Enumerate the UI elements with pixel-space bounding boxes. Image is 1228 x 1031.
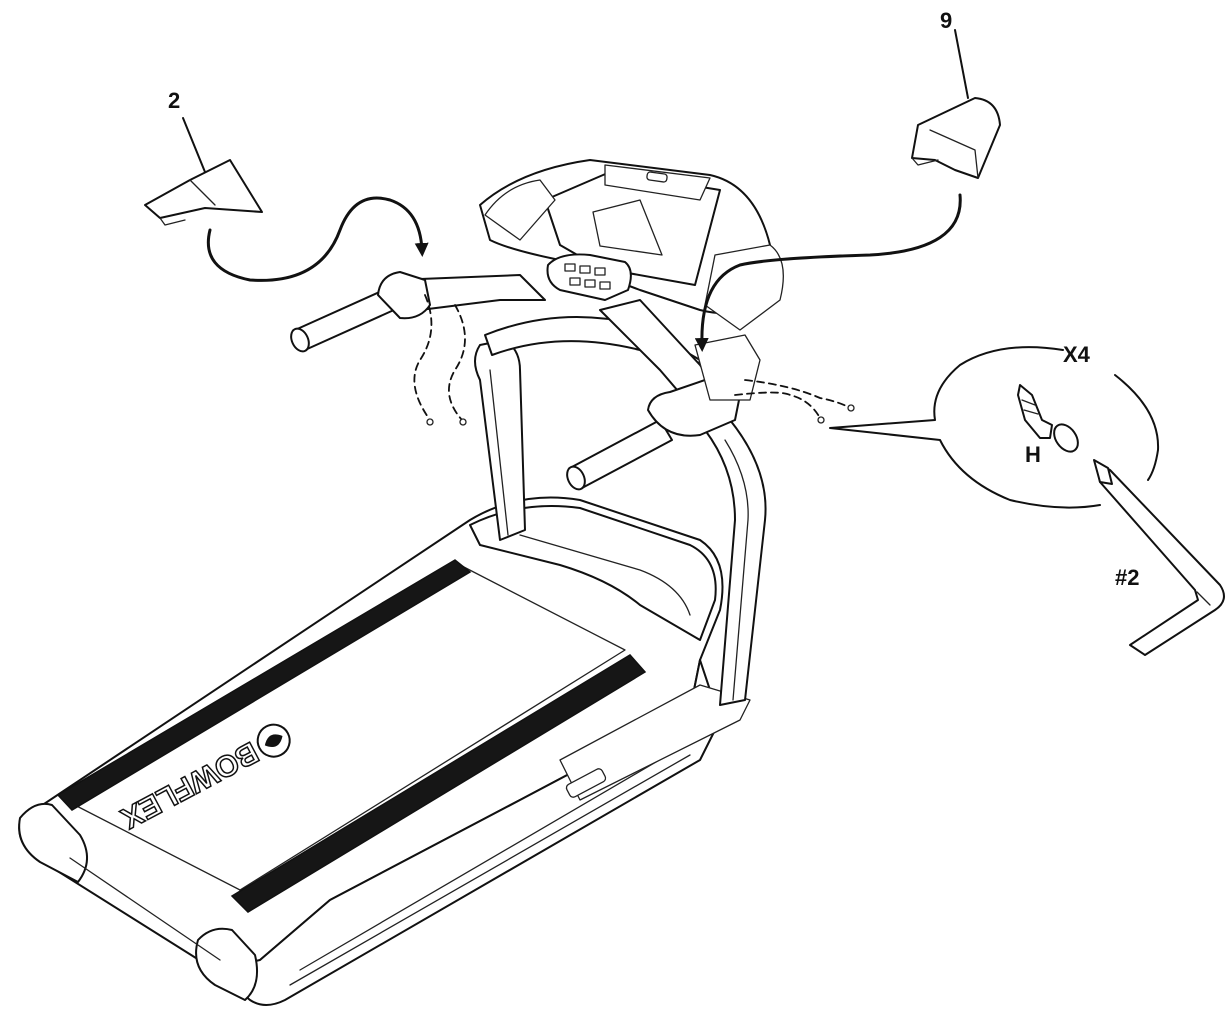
- leader-part-2: [182, 117, 206, 173]
- key-3: [594, 267, 606, 276]
- screwdriver-shaft: [1095, 461, 1225, 656]
- cable-left-2: [448, 304, 466, 421]
- hood-inner: [519, 534, 691, 616]
- screw-icon: [1017, 384, 1079, 453]
- cover-9-edge: [929, 129, 979, 179]
- cable-right-2: [744, 379, 851, 409]
- belt-strip-right: [230, 654, 647, 913]
- cable-end-right-1: [817, 416, 825, 424]
- cable-left-1: [413, 294, 433, 421]
- callout-part-9: 9: [940, 8, 952, 33]
- front-roller: [69, 857, 221, 961]
- curved-arrow-icon: [206, 196, 429, 282]
- hardware-detail-bubble: [829, 346, 1225, 656]
- keypad-buttons: [564, 263, 611, 290]
- upright-right: [704, 419, 767, 706]
- grip-right-end: [566, 465, 586, 491]
- screwdriver-icon: [1093, 459, 1225, 656]
- cable-end-right-2: [847, 404, 855, 412]
- accessory-tray-left: [484, 179, 556, 241]
- bubble-outline: [829, 346, 1101, 509]
- logo-swirl: [264, 734, 283, 747]
- treadmill-illustration: BOWFLEX: [18, 159, 855, 1006]
- key-4: [569, 277, 581, 286]
- upright-left: [474, 339, 526, 541]
- grip-left: [290, 284, 406, 353]
- belt-strip-left: [56, 559, 472, 811]
- key-6: [599, 281, 611, 290]
- rail-detail-2: [299, 744, 686, 971]
- wheel-icon: [565, 768, 607, 798]
- grip-right: [566, 419, 673, 491]
- key-5: [584, 279, 596, 288]
- end-cap-right: [195, 927, 258, 1001]
- screw-head: [1053, 423, 1079, 453]
- screw-threads: [1021, 399, 1039, 415]
- cover-part-9-icon: [911, 29, 1001, 179]
- console-screen: [592, 199, 663, 256]
- accessory-tray-right: [704, 244, 784, 331]
- upright-right-edge: [724, 439, 749, 701]
- key-2: [579, 265, 591, 274]
- cover-9-tab: [911, 157, 939, 166]
- grip-left-end: [290, 327, 310, 353]
- rail-detail-1: [289, 754, 691, 986]
- cover-2-edge: [189, 179, 216, 206]
- cable-end-left-1: [426, 418, 434, 426]
- callout-part-2: 2: [168, 88, 180, 113]
- callout-quantity: X4: [1063, 342, 1091, 367]
- screwdriver-bend: [1196, 591, 1211, 606]
- bubble-outline-right: [1114, 374, 1160, 481]
- cover-part-2-icon: [144, 117, 263, 226]
- callout-tool: #2: [1115, 565, 1139, 590]
- screw-shank: [1017, 384, 1053, 439]
- cable-right-1: [734, 391, 821, 419]
- curved-arrow-icon-right: [694, 193, 962, 352]
- media-shelf: [604, 164, 711, 201]
- mount-bracket-right: [694, 334, 761, 401]
- callout-fastener-h: H: [1025, 442, 1041, 467]
- shelf-logo-icon: [646, 171, 668, 183]
- cover-9-body: [911, 97, 1001, 179]
- deck-side-rail: [214, 659, 721, 1006]
- motor-hood: [469, 505, 717, 641]
- cable-end-left-2: [459, 418, 467, 426]
- screwdriver-tip: [1093, 459, 1113, 485]
- end-cap-left: [18, 802, 88, 883]
- key-1: [564, 263, 576, 272]
- cover-2-tab: [159, 217, 186, 226]
- upright-left-edge: [489, 369, 509, 536]
- control-keypad: [546, 253, 632, 301]
- leader-part-9: [954, 29, 969, 99]
- joint-left: [377, 271, 431, 320]
